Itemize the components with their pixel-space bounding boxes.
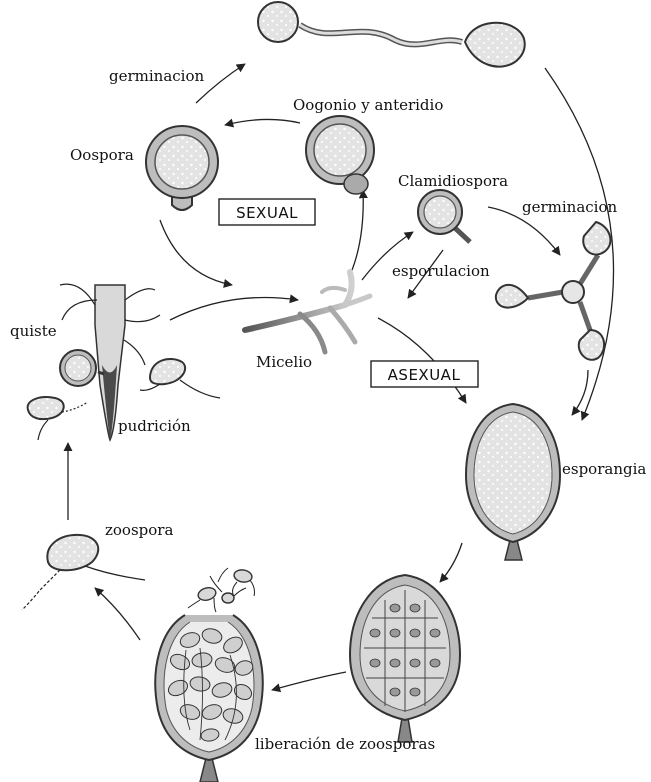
arrow-hyphae-to-sporangium [572,370,588,415]
label-oogonio: Oogonio y anteridio [293,96,443,114]
releasing-sporangium [155,615,262,782]
zoospore-near-root-left [28,397,88,440]
oospore-cell [146,126,218,210]
asexual-box: ASEXUAL [371,361,478,387]
arrow-root-to-mycelium [170,298,298,321]
arrow-oospore-to-mycelium [160,220,232,285]
label-germinacion-right: germinacion [522,198,618,216]
label-quiste: quiste [10,322,57,340]
arrow-mycelium-to-oogonium [350,190,363,275]
oogonium-antheridium-cell [306,116,374,194]
sporangium [466,404,560,560]
label-liberacion: liberación de zoosporas [255,735,435,753]
mature-sporangium [350,575,460,742]
label-zoospora: zoospora [105,521,173,539]
chlamydospore-cell [418,190,470,242]
arrow-mature-to-release [272,672,346,690]
arrow-sporangium-to-mature [440,543,462,582]
label-esporangia: esporangia [562,460,646,478]
arrow-oogonium-to-oospore [225,119,300,125]
label-oospora: Oospora [70,146,134,164]
germinated-oospore-top [258,2,525,67]
released-zoospores [188,568,255,612]
sexual-label: SEXUAL [236,204,298,222]
asexual-label: ASEXUAL [388,366,461,384]
germinating-chlamydospore [496,222,611,360]
label-pudricion: pudrición [118,417,191,435]
mycelium [245,272,370,352]
label-esporulacion: esporulacion [392,262,490,280]
label-germinacion-top: germinacion [109,67,205,85]
arrow-release-to-zoospore [95,588,140,640]
sexual-box: SEXUAL [219,199,315,225]
label-clamidiospora: Clamidiospora [398,172,508,190]
label-micelio: Micelio [256,353,312,371]
zoospore [22,535,145,610]
zoospore-near-root-right [140,359,220,398]
